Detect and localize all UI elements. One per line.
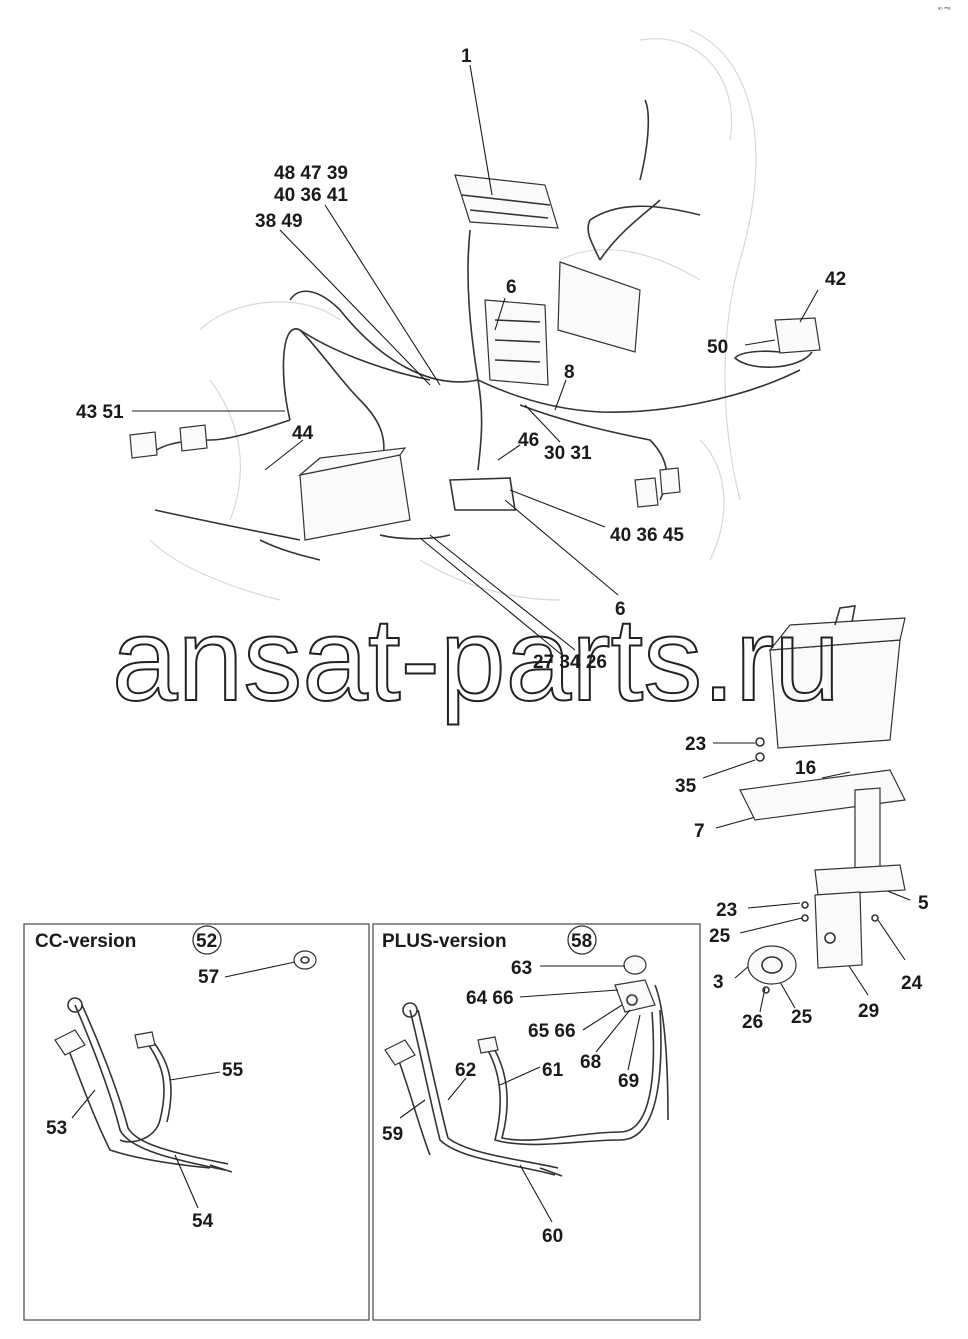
- callout-38-49: 38 49: [255, 211, 303, 232]
- callout-1: 1: [461, 46, 472, 67]
- plus-version-title: PLUS-version: [382, 931, 507, 952]
- cc-badge-circle: [192, 925, 222, 955]
- callout-54: 54: [192, 1211, 214, 1232]
- grommet-57: [293, 950, 317, 970]
- plus-badge: 58: [571, 931, 592, 952]
- cc-badge: 52: [196, 931, 217, 952]
- callout-25-b: 25: [791, 1007, 813, 1028]
- callout-60: 60: [542, 1226, 563, 1247]
- callout-68: 68: [580, 1052, 601, 1073]
- callout-69: 69: [618, 1071, 639, 1092]
- callout-labels: 1 48 47 39 40 36 41 38 49 6 42 50 8 43 5…: [76, 46, 929, 1033]
- watermark-text: ansat-parts.ru: [112, 594, 840, 726]
- callout-63: 63: [511, 958, 532, 979]
- leader-lines: [132, 64, 911, 1013]
- corner-mark: ₐ₀ ₘₐ: [938, 5, 951, 11]
- callout-23-b: 23: [716, 900, 737, 921]
- callout-16: 16: [795, 758, 816, 779]
- cc-version-title: CC-version: [35, 931, 136, 952]
- plus-version-panel: PLUS-version 58 63 64 66 65 66 68 69 61: [372, 923, 701, 1321]
- callout-30-31: 30 31: [544, 443, 592, 464]
- callout-64-66: 64 66: [466, 988, 514, 1009]
- plus-badge-circle: [567, 925, 597, 955]
- callout-55: 55: [222, 1060, 244, 1081]
- callout-57: 57: [198, 967, 219, 988]
- callout-3: 3: [713, 972, 724, 993]
- callout-5: 5: [918, 893, 929, 914]
- callout-6-mid: 6: [615, 599, 626, 620]
- callout-26: 26: [742, 1012, 763, 1033]
- callout-42: 42: [825, 269, 846, 290]
- callout-27-34-26: 27 34 26: [533, 652, 607, 673]
- callout-43-51: 43 51: [76, 402, 124, 423]
- engine-bay-background: [149, 29, 757, 601]
- callout-7: 7: [694, 821, 705, 842]
- callout-59: 59: [382, 1124, 403, 1145]
- callout-6-top: 6: [506, 277, 517, 298]
- callout-62: 62: [455, 1060, 476, 1081]
- callout-40-36-45: 40 36 45: [610, 525, 684, 546]
- cc-version-panel: CC-version 52 57 55 53 54: [23, 923, 370, 1321]
- battery-bracket-assembly: [739, 605, 906, 994]
- callout-29: 29: [858, 1001, 879, 1022]
- callout-35: 35: [675, 776, 697, 797]
- callout-50: 50: [707, 337, 728, 358]
- callout-46: 46: [518, 430, 539, 451]
- callout-40-36-41: 40 36 41: [274, 185, 348, 206]
- callout-48-47-39: 48 47 39: [274, 163, 348, 184]
- main-wiring-harness: [129, 99, 821, 561]
- callout-23-a: 23: [685, 734, 706, 755]
- callout-25-a: 25: [709, 926, 731, 947]
- callout-53: 53: [46, 1118, 67, 1139]
- callout-44: 44: [292, 423, 314, 444]
- callout-61: 61: [542, 1060, 564, 1081]
- callout-24: 24: [901, 973, 923, 994]
- callout-8: 8: [564, 362, 575, 383]
- callout-65-66: 65 66: [528, 1021, 576, 1042]
